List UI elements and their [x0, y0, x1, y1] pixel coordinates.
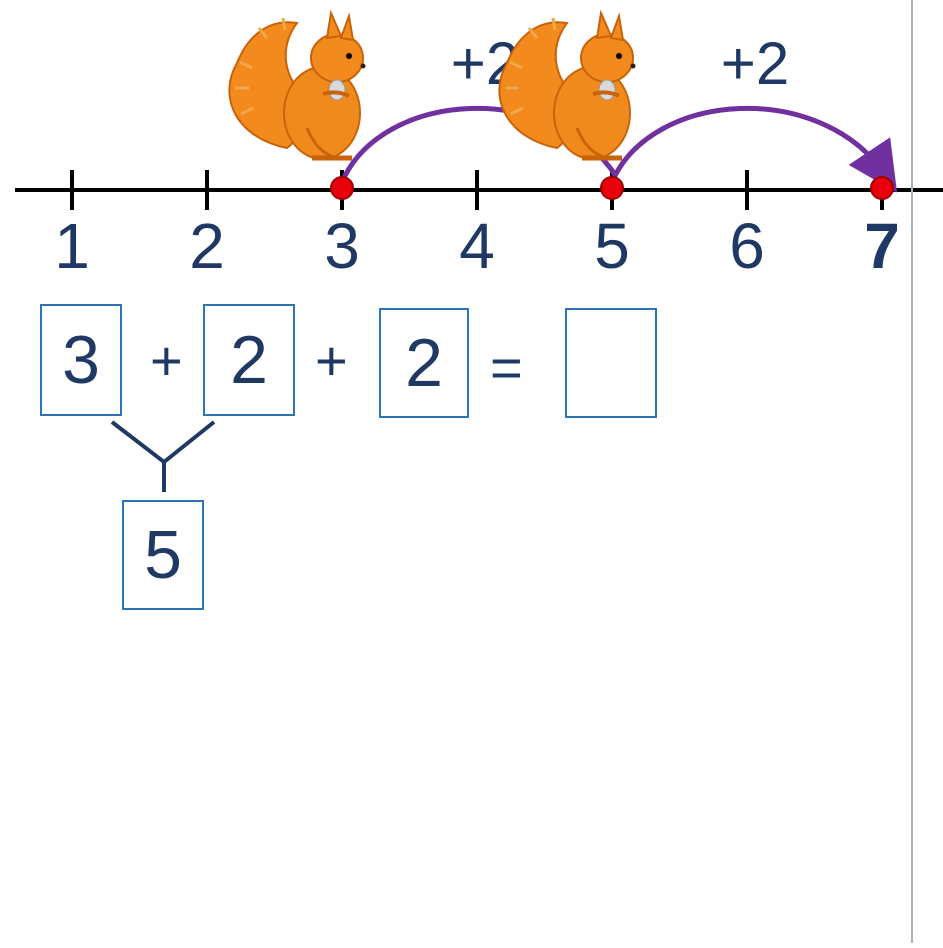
tick-label-6: 6 — [729, 210, 765, 282]
marked-point-3 — [331, 177, 353, 199]
plus-sign-1: + — [150, 333, 183, 389]
term1-value: 3 — [62, 321, 100, 399]
tick-label-3: 3 — [324, 210, 360, 282]
plus-sign-2: + — [315, 333, 348, 389]
squirrels-layer — [229, 13, 635, 159]
ticks-layer: 1 2 3 4 5 6 7 — [54, 170, 900, 282]
answer-box[interactable] — [565, 308, 657, 418]
tick-label-4: 4 — [459, 210, 495, 282]
tick-label-1: 1 — [54, 210, 90, 282]
slide-divider — [911, 0, 913, 943]
sum-bracket — [112, 422, 214, 492]
squirrel-icon — [499, 13, 635, 159]
term3-box: 2 — [379, 308, 469, 418]
squirrel-icon — [229, 13, 365, 159]
term3-value: 2 — [405, 324, 443, 402]
term2-box: 2 — [203, 304, 295, 416]
marked-point-5 — [601, 177, 623, 199]
term2-value: 2 — [230, 321, 268, 399]
tick-label-5: 5 — [594, 210, 630, 282]
term1-box: 3 — [40, 304, 122, 416]
partial-sum-box: 5 — [122, 500, 204, 610]
marked-point-7 — [871, 177, 893, 199]
partial-sum-value: 5 — [144, 516, 182, 594]
equals-sign: = — [490, 340, 523, 396]
tick-label-2: 2 — [189, 210, 225, 282]
hop-label-2: +2 — [721, 30, 789, 97]
tick-label-7: 7 — [864, 210, 900, 282]
